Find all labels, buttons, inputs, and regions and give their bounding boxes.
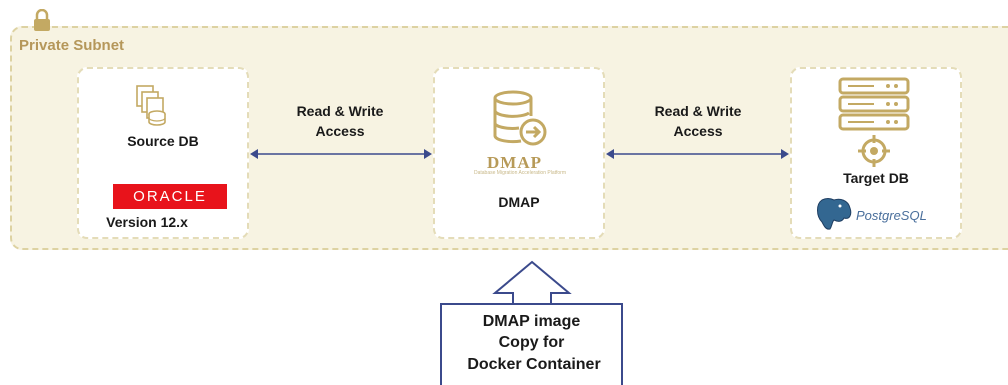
subnet-label: Private Subnet xyxy=(19,37,125,54)
right-access-line2: Access xyxy=(673,123,723,139)
dmap-logo-word: DMAP xyxy=(487,153,542,172)
source-db-card xyxy=(77,67,249,239)
lock-icon xyxy=(34,9,50,31)
right-access-line1: Read & Write xyxy=(654,103,742,119)
upload-arrow-icon xyxy=(492,260,572,305)
postgresql-elephant-icon xyxy=(817,198,852,230)
target-db-label: Target DB xyxy=(843,170,909,186)
callout-line1: DMAP image xyxy=(482,313,581,330)
callout-line2: Copy for xyxy=(498,334,565,351)
database-files-icon xyxy=(136,85,166,126)
source-version-label: Version 12.x xyxy=(106,214,188,230)
dmap-card xyxy=(433,67,605,239)
oracle-logo: ORACLE xyxy=(113,184,227,209)
left-access-line2: Access xyxy=(315,123,365,139)
dmap-logo-tagline: Database Migration Acceleration Platform xyxy=(474,170,566,176)
dmap-label: DMAP xyxy=(498,194,540,210)
left-bidirectional-arrow xyxy=(250,149,432,159)
server-target-icon xyxy=(838,77,910,167)
left-access-line1: Read & Write xyxy=(296,103,384,119)
source-db-label: Source DB xyxy=(127,133,199,149)
database-arrow-icon xyxy=(493,90,547,146)
right-bidirectional-arrow xyxy=(606,149,789,159)
postgresql-logo-text: PostgreSQL xyxy=(856,208,927,223)
callout-line3: Docker Container xyxy=(467,356,601,373)
docker-image-callout xyxy=(440,303,623,385)
